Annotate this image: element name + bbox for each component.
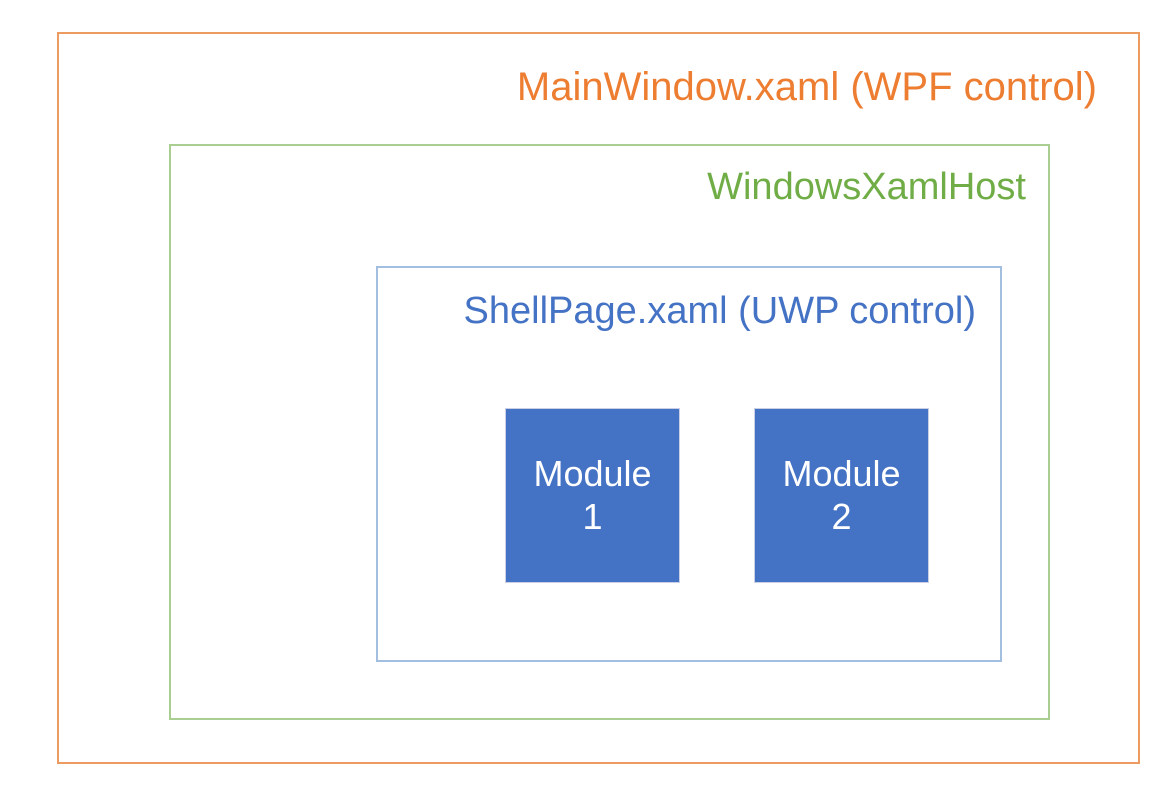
shellpage-container: ShellPage.xaml (UWP control) Module 1 Mo… <box>376 266 1002 662</box>
module-block-2: Module 2 <box>754 408 929 583</box>
windowsxamlhost-container: WindowsXamlHost ShellPage.xaml (UWP cont… <box>169 144 1050 720</box>
module-block-1: Module 1 <box>505 408 680 583</box>
module-block-2-name: Module <box>782 453 901 495</box>
module-block-2-index: 2 <box>831 495 852 537</box>
mainwindow-container: MainWindow.xaml (WPF control) WindowsXam… <box>57 32 1140 764</box>
shellpage-title: ShellPage.xaml (UWP control) <box>463 290 976 332</box>
module-row: Module 1 Module 2 <box>505 408 929 583</box>
module-block-1-name: Module <box>533 453 652 495</box>
mainwindow-title: MainWindow.xaml (WPF control) <box>516 65 1097 109</box>
windowsxamlhost-title: WindowsXamlHost <box>707 166 1026 208</box>
module-block-1-index: 1 <box>582 495 603 537</box>
